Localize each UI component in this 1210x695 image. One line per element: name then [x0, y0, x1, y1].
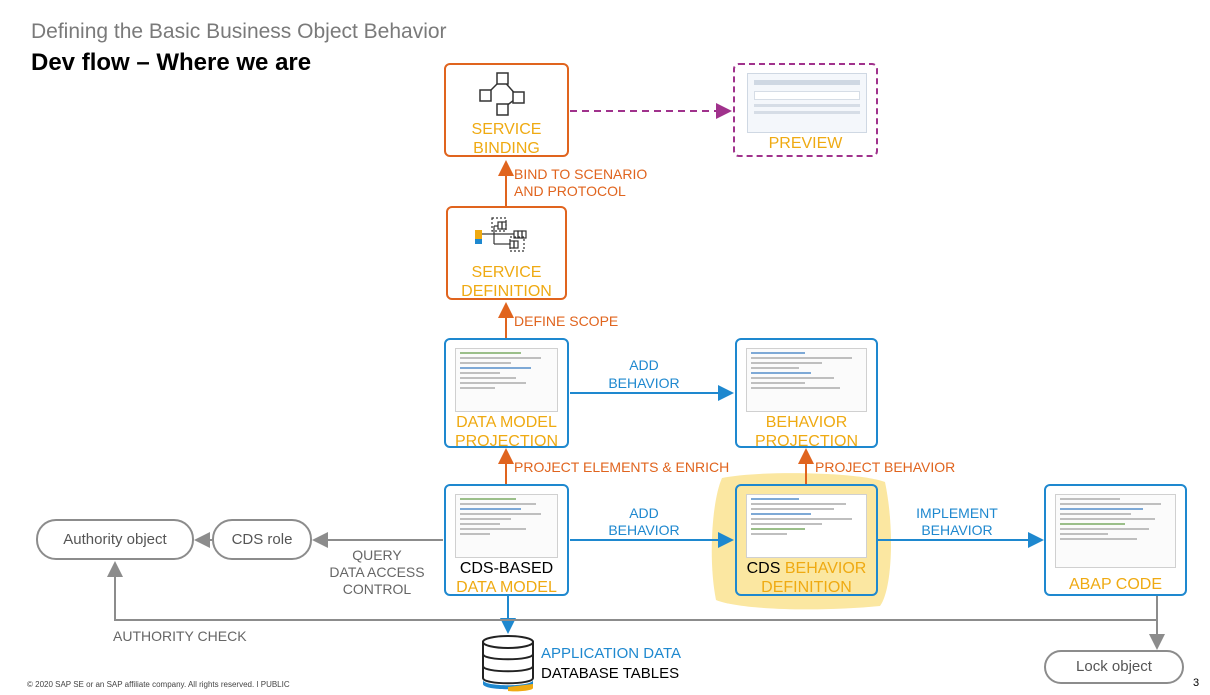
behavior-word: BEHAVIOR: [784, 560, 867, 577]
implement-behavior-label-2: BEHAVIOR: [921, 522, 993, 538]
service-definition-label-2: DEFINITION: [461, 283, 552, 300]
behavior-projection-box[interactable]: BEHAVIOR PROJECTION: [735, 338, 878, 450]
copyright-footer: © 2020 SAP SE or an SAP affiliate compan…: [27, 680, 290, 689]
page-number: 3: [1193, 677, 1200, 689]
abap-code-label: ABAP CODE: [1068, 576, 1163, 593]
code-snippet: [746, 494, 867, 558]
service-binding-box[interactable]: SERVICE BINDING: [444, 63, 569, 157]
code-snippet: [746, 348, 867, 412]
implement-behavior-label-1: IMPLEMENT: [916, 505, 998, 521]
database-icon: [482, 635, 534, 692]
service-definition-label-1: SERVICE: [471, 264, 542, 281]
behavior-projection-label-1: BEHAVIOR: [765, 414, 848, 431]
lock-object-pill[interactable]: Lock object: [1044, 650, 1184, 684]
query-label-2: DATA ACCESS: [329, 564, 425, 580]
data-model-projection-box[interactable]: DATA MODEL PROJECTION: [444, 338, 569, 450]
authority-object-pill[interactable]: Authority object: [36, 519, 194, 560]
page-title: Dev flow – Where we are: [31, 49, 312, 76]
add-behavior-bottom-label-2: BEHAVIOR: [608, 522, 680, 538]
service-structure-icon: [475, 217, 527, 252]
define-scope-label: DEFINE SCOPE: [514, 313, 619, 329]
project-behavior-label: PROJECT BEHAVIOR: [815, 459, 956, 475]
database-label-2: DATABASE TABLES: [541, 665, 680, 682]
bind-label-1: BIND TO SCENARIO: [514, 166, 648, 182]
code-snippet: [455, 348, 558, 412]
authority-check-label: AUTHORITY CHECK: [113, 628, 247, 644]
data-model-projection-label-2: PROJECTION: [454, 433, 559, 450]
preview-thumbnail: [747, 73, 867, 133]
cds-data-model-label-1: CDS-BASED: [459, 560, 554, 577]
authority-object-label: Authority object: [63, 531, 167, 548]
code-snippet: [1055, 494, 1176, 568]
query-label-1: QUERY: [352, 547, 402, 563]
cds-data-model-label-2: DATA MODEL: [456, 579, 557, 596]
service-network-icon: [479, 72, 525, 116]
cds-role-pill[interactable]: CDS role: [212, 519, 312, 560]
cds-data-model-box[interactable]: CDS-BASED DATA MODEL: [444, 484, 569, 596]
code-snippet: [455, 494, 558, 558]
cds-word: CDS: [746, 560, 781, 577]
cds-behavior-definition-box[interactable]: CDS BEHAVIOR DEFINITION: [735, 484, 878, 596]
preview-box[interactable]: PREVIEW: [733, 63, 878, 157]
database-label-1: APPLICATION DATA: [541, 645, 682, 662]
cds-role-label: CDS role: [231, 531, 293, 548]
data-model-projection-label-1: DATA MODEL: [456, 414, 557, 431]
lock-object-label: Lock object: [1076, 658, 1152, 675]
project-elements-label: PROJECT ELEMENTS & ENRICH: [514, 459, 730, 475]
bind-label-2: AND PROTOCOL: [514, 183, 626, 199]
behavior-projection-label-2: PROJECTION: [754, 433, 859, 450]
cds-behavior-definition-label-1: CDS BEHAVIOR: [737, 559, 876, 578]
add-behavior-top-label-2: BEHAVIOR: [608, 375, 680, 391]
query-label-3: CONTROL: [342, 581, 412, 597]
add-behavior-top-label-1: ADD: [629, 357, 659, 373]
service-binding-label-1: SERVICE: [471, 121, 542, 138]
abap-code-box[interactable]: ABAP CODE: [1044, 484, 1187, 596]
cds-behavior-definition-label-2: DEFINITION: [761, 579, 852, 596]
add-behavior-bottom-label-1: ADD: [629, 505, 659, 521]
preview-label: PREVIEW: [768, 135, 843, 152]
service-definition-box[interactable]: SERVICE DEFINITION: [446, 206, 567, 300]
service-binding-label-2: BINDING: [473, 140, 540, 157]
page-subtitle: Defining the Basic Business Object Behav…: [31, 20, 447, 43]
